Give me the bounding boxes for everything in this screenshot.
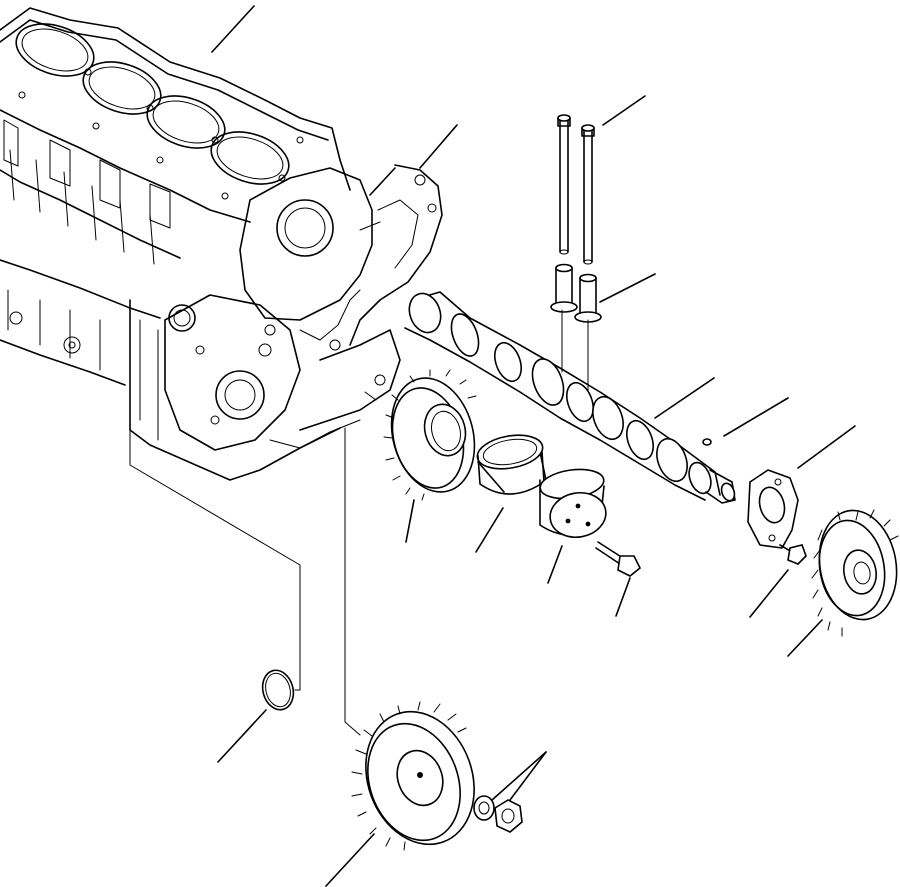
idler-gear xyxy=(383,369,477,501)
camshaft-gear xyxy=(811,509,899,637)
leader-thrust-plate xyxy=(797,425,856,469)
thrust-plate-bolt xyxy=(779,544,807,565)
leader-idler-shaft xyxy=(547,545,563,584)
o-ring xyxy=(261,669,295,711)
assembly-guide-lines xyxy=(129,309,589,736)
washer xyxy=(473,795,495,821)
nut xyxy=(494,799,523,833)
leader-idler-shaft-bolt xyxy=(615,577,631,617)
leader-idler-bushing xyxy=(475,507,504,553)
leader-idler-gear xyxy=(405,499,415,543)
front-housing xyxy=(164,167,401,451)
callout-leaders xyxy=(211,5,856,887)
push-rods xyxy=(557,114,595,265)
leader-nut xyxy=(509,751,547,801)
cylinder-block xyxy=(0,7,401,481)
deck-bolt-holes xyxy=(18,68,304,200)
leader-o-ring xyxy=(217,709,267,763)
tappets xyxy=(550,263,602,323)
leader-tappet xyxy=(599,273,656,303)
idler-shaft-bolt xyxy=(595,541,642,577)
leader-front-plate xyxy=(419,124,458,169)
idler-bushing xyxy=(476,434,547,495)
leader-key xyxy=(723,397,789,437)
cylinder-bores xyxy=(15,23,290,185)
leader-cylinder-block xyxy=(211,5,255,53)
idler-shaft xyxy=(539,468,607,539)
leader-thrust-plate-bolt xyxy=(749,569,789,618)
leader-camshaft-gear xyxy=(787,619,823,657)
leader-pump-drive-gear xyxy=(325,833,375,887)
camshaft-key xyxy=(702,438,712,446)
camshaft xyxy=(404,291,736,504)
leader-camshaft xyxy=(654,377,715,419)
front-plate xyxy=(349,164,443,346)
leader-push-rod xyxy=(602,95,646,126)
leader-washer xyxy=(491,751,547,801)
pump-drive-gear xyxy=(351,701,475,851)
thrust-plate xyxy=(747,469,799,549)
